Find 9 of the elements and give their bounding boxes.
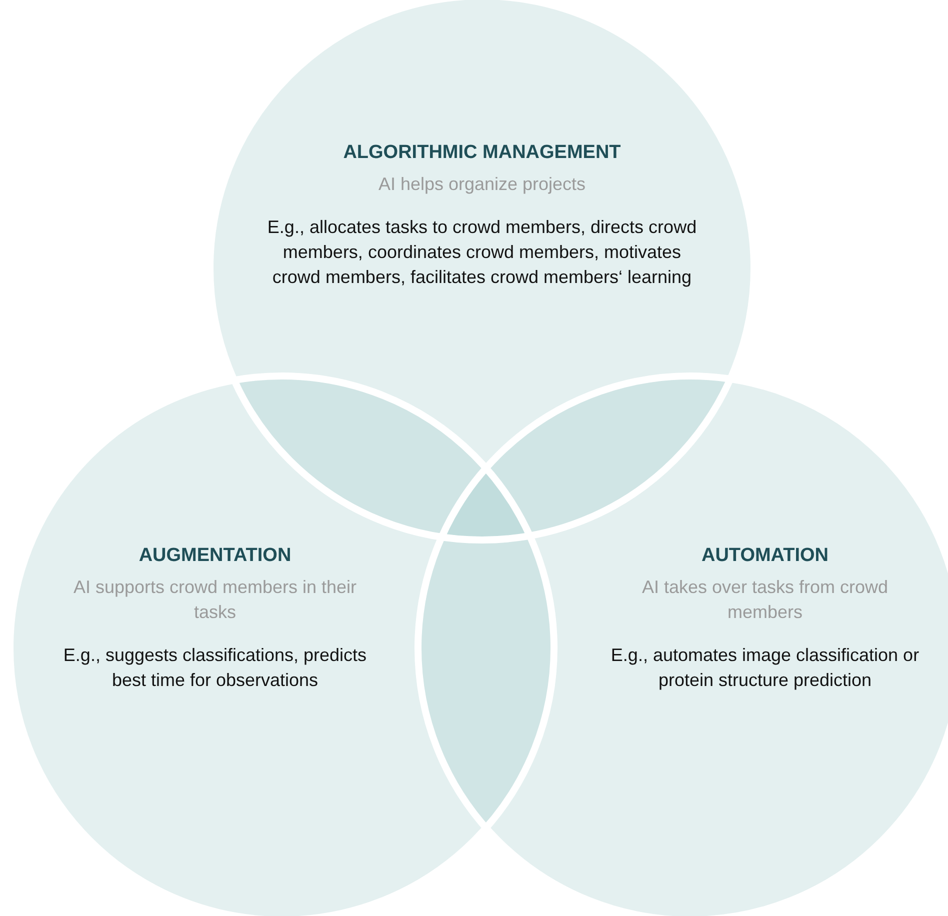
circle-heading: AUGMENTATION xyxy=(138,545,292,567)
circle-description: E.g., allocates tasks to crowd members, directs crowd members, coordinates crowd members, motivates crowd members, facilitates crowd members‘ learning xyxy=(266,216,698,289)
circle-heading: AUTOMATION xyxy=(700,545,830,567)
circle-subtitle: AI helps organize projects xyxy=(377,173,587,196)
circle-subtitle: AI takes over tasks from crowd members xyxy=(640,576,890,624)
circle-description: E.g., automates image classification or protein structure prediction xyxy=(610,644,920,692)
circle-heading: ALGORITHMIC MANAGEMENT xyxy=(342,142,622,164)
circle-subtitle: AI supports crowd members in their tasks xyxy=(72,576,358,624)
circle-description: E.g., suggests classifications, predicts best time for observations xyxy=(62,644,368,692)
